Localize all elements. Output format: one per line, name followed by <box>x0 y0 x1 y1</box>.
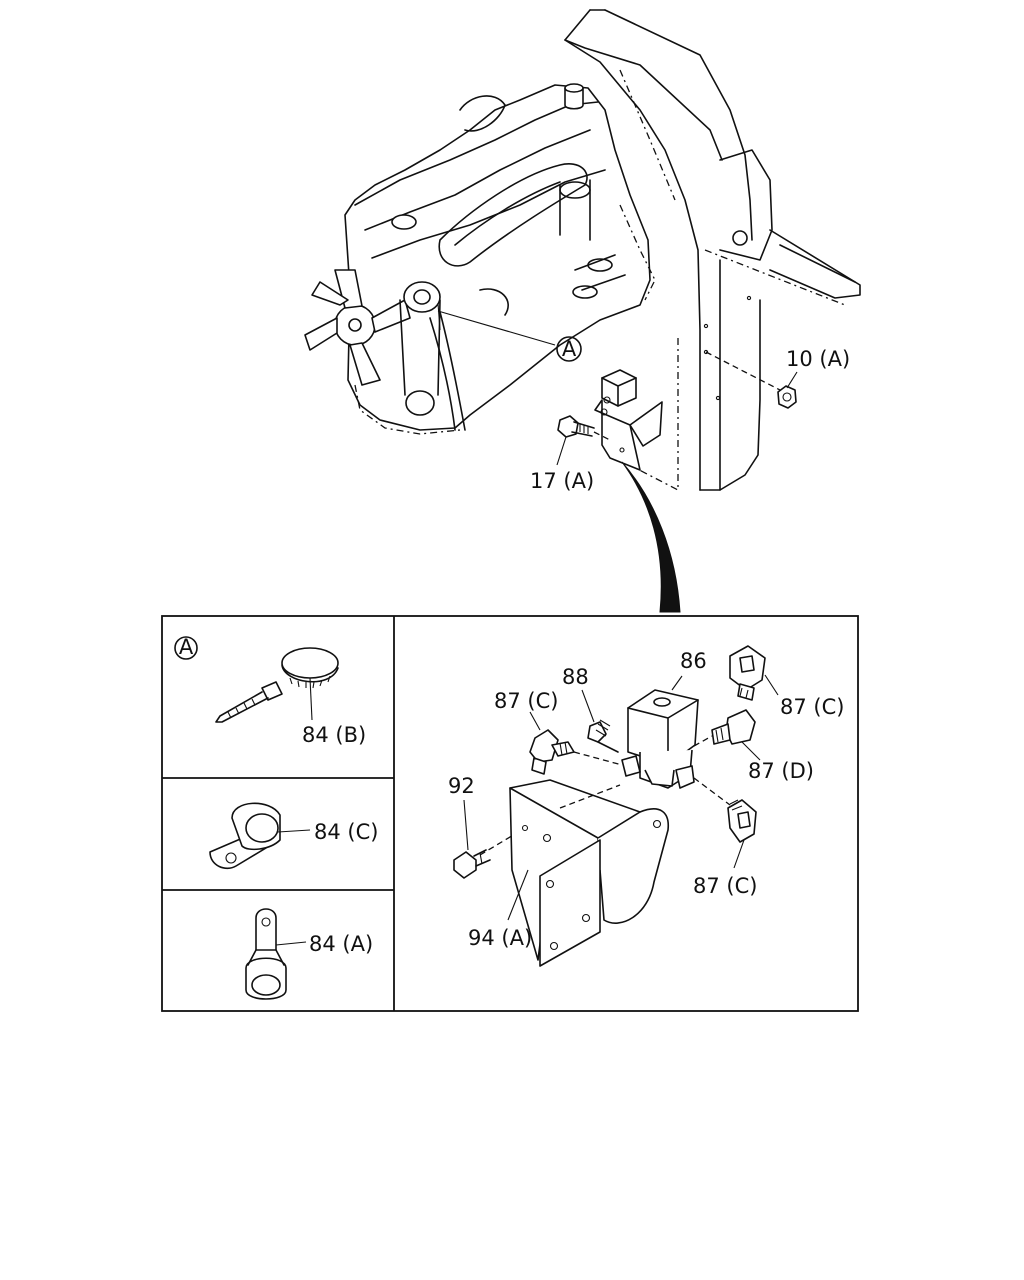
cable-tie-drawing <box>215 647 339 723</box>
part-84c-label: 84 (C) <box>314 820 378 844</box>
part-87c-top-label: 87 (C) <box>780 695 844 719</box>
part-17a-label: 17 (A) <box>530 469 594 493</box>
clip-84c-drawing <box>209 802 311 870</box>
part-94a-label: 94 (A) <box>468 926 532 950</box>
bracket-overview-drawing <box>594 369 663 471</box>
part-87c-left-label: 87 (C) <box>494 689 558 713</box>
part-10a-label: 10 (A) <box>786 347 850 371</box>
part-86-label: 86 <box>680 649 707 673</box>
detail-frame <box>161 615 859 1012</box>
engine-drawing: A <box>304 83 656 435</box>
part-87d-label: 87 (D) <box>748 759 814 783</box>
nut-drawing <box>777 371 798 409</box>
elbow-87c-left-drawing <box>529 711 575 775</box>
part-92-label: 92 <box>448 774 475 798</box>
inset-marker-label: A <box>179 635 194 659</box>
elbow-87c-bottom-drawing <box>727 799 757 869</box>
part-88-label: 88 <box>562 665 589 689</box>
clip-84a-drawing <box>245 908 307 1000</box>
part-84b-label: 84 (B) <box>302 723 366 747</box>
elbow-87c-top-drawing <box>729 645 779 701</box>
detail-pointer-arrow <box>621 461 681 613</box>
fitting-88-drawing <box>581 689 619 753</box>
elbow-87d-drawing <box>711 709 761 761</box>
bracket-94a-drawing <box>507 779 669 967</box>
bolt-92-drawing <box>453 799 491 879</box>
part-84a-label: 84 (A) <box>309 932 373 956</box>
detail-marker-label: A <box>562 337 577 361</box>
solenoid-valve-drawing <box>621 675 699 789</box>
fan-drawing <box>304 269 411 386</box>
part-87c-bottom-label: 87 (C) <box>693 874 757 898</box>
bolt-overview-drawing <box>556 415 611 466</box>
chassis-frame-drawing <box>564 9 861 491</box>
